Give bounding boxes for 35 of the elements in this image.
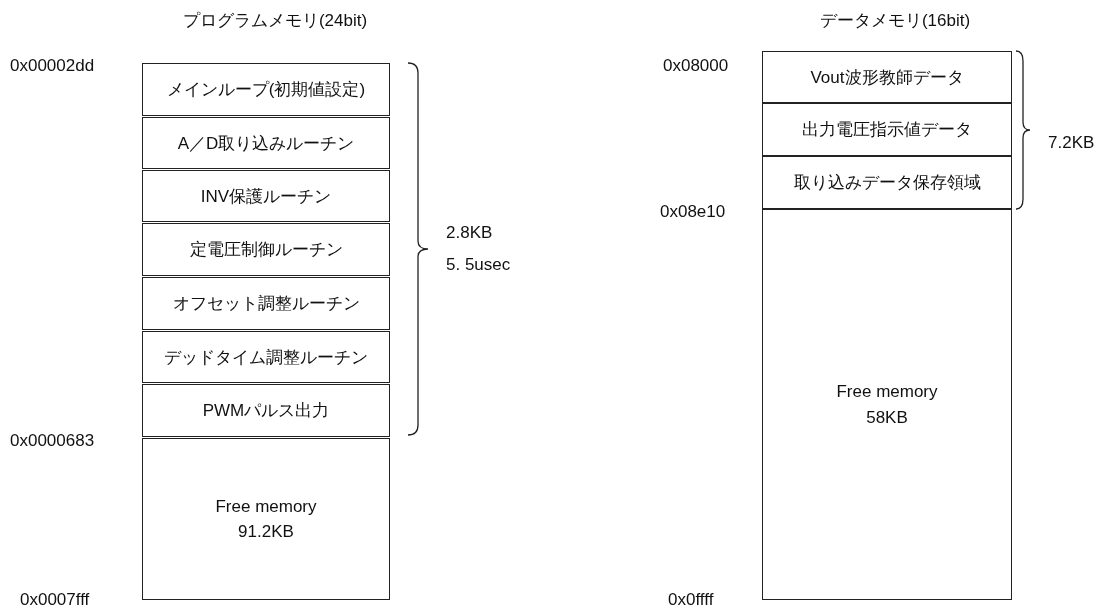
memory-block bbox=[142, 384, 390, 437]
address-label: 0x0ffff bbox=[668, 590, 714, 610]
address-label: 0x0007fff bbox=[20, 590, 90, 610]
memory-block bbox=[142, 170, 390, 222]
memory-block bbox=[762, 51, 1012, 103]
block-label: 定電圧制御ルーチン bbox=[188, 239, 344, 261]
address-label: 0x08000 bbox=[663, 56, 729, 76]
memory-block bbox=[142, 277, 390, 330]
memory-block bbox=[142, 331, 390, 383]
address-label: 0x08e10 bbox=[660, 202, 726, 222]
block-label: オフセット調整ルーチン bbox=[171, 293, 361, 315]
block-label: メインループ(初期値設定) bbox=[165, 79, 367, 101]
free-memory-block bbox=[762, 209, 1012, 600]
block-label: Free memory 58KB bbox=[835, 381, 939, 429]
size-label: 2.8KB bbox=[446, 223, 493, 243]
section-title: データメモリ(16bit) bbox=[819, 9, 971, 32]
block-label: 取り込みデータ保存領域 bbox=[792, 172, 982, 194]
block-label: Free memory 91.2KB bbox=[214, 495, 318, 543]
section-title: プログラムメモリ(24bit) bbox=[182, 9, 368, 32]
address-label: 0x00002dd bbox=[10, 56, 95, 76]
memory-block bbox=[762, 156, 1012, 209]
memory-block bbox=[142, 117, 390, 169]
block-label: デッドタイム調整ルーチン bbox=[163, 346, 369, 369]
block-label: 出力電圧指示値データ bbox=[801, 119, 973, 141]
block-label: PWMパルス出力 bbox=[201, 400, 331, 422]
memory-block bbox=[142, 63, 390, 116]
memory-block bbox=[762, 103, 1012, 156]
block-label: INV保護ルーチン bbox=[199, 185, 333, 208]
block-label: A／D取り込みルーチン bbox=[176, 132, 356, 155]
block-label: Vout波形教師データ bbox=[809, 66, 965, 89]
memory-block bbox=[142, 223, 390, 276]
timing-label: 5. 5usec bbox=[446, 255, 511, 275]
free-memory-block bbox=[142, 438, 390, 600]
address-label: 0x0000683 bbox=[10, 431, 95, 451]
size-label: 7.2KB bbox=[1048, 133, 1095, 153]
